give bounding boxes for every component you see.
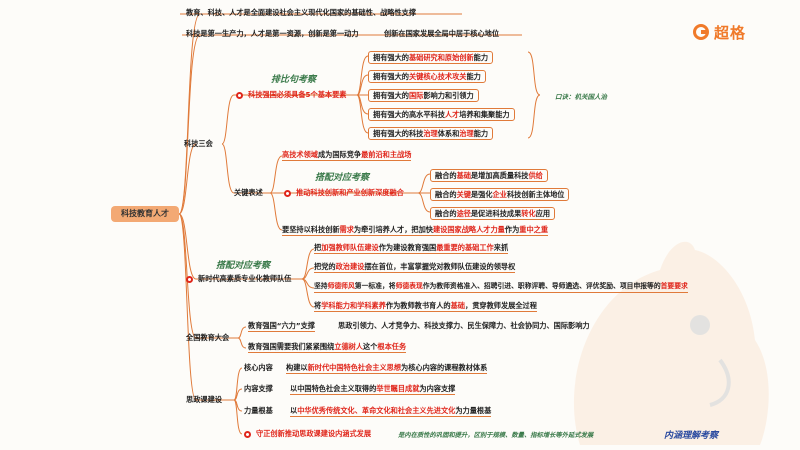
ideology-label: 思政课建设 [186, 395, 222, 404]
teacher-item-4: 将学科能力和学科素养作为教师教书育人的基础，贯穿教师发展全过程 [314, 301, 537, 312]
parallel-note: 排比句考察 [271, 75, 317, 85]
key-expression-label: 关键表述 [234, 188, 263, 197]
six-forces-text: 思政引领力、人才竞争力、科技支撑力、民生保障力、社会协同力、国际影响力 [338, 321, 590, 330]
conference-task: 教育强国需要我们紧紧围绕立德树人这个根本任务 [248, 342, 407, 353]
teacher-item-2: 把党的政治建设摆在首位，丰富掌握党对教师队伍建设的领导权 [314, 262, 516, 273]
top-statement-1: 教育、科技、人才是全面建设社会主义现代化国家的基础性、战略性支撑 [186, 8, 417, 17]
brand-logo-icon [693, 24, 709, 40]
ideology-row-2: 以中国特色社会主义取得的举世瞩目成就为内容支撑 [290, 384, 456, 395]
brand-logo: 超格 [693, 22, 746, 42]
branch-sci-label: 科技三会 [184, 139, 213, 148]
root-node: 科技教育人才 [111, 206, 179, 222]
top-statement-2: 科技是第一生产力，人才是第一资源，创新是第一动力 [186, 29, 359, 38]
top-statement-3: 创新在国家发展全局中居于核心地位 [384, 29, 500, 38]
conference-label: 全国教育大会 [186, 333, 230, 342]
integration-2: 融合的关键是强化企业科技创新主体地位 [430, 188, 570, 201]
ideology-row-key-1: 核心内容 [244, 363, 273, 372]
element-1: 拥有强大的基础研究和原始创新能力 [368, 51, 494, 64]
ideology-row-1: 构建以新时代中国特色社会主义思想为核心内容的课程教材体系 [286, 363, 488, 374]
innovate-note: 是内在质性的巩固和提升，区别于规模、数量、指标增长等外延式发展 [398, 432, 594, 439]
adhere-statement: 要坚持以科技创新需求为牵引培养人才，把加快建设国家战略人才力量作为重中之重 [282, 225, 549, 236]
ideology-row-3: 以中华优秀传统文化、革命文化和社会主义先进文化为力量根基 [290, 406, 492, 417]
element-5: 拥有强大的科技治理体系和治理能力 [368, 127, 494, 140]
bullet-icon [236, 92, 243, 99]
match-note-1: 搭配对应考察 [315, 173, 370, 183]
ideology-row-key-3: 力量根基 [244, 406, 273, 415]
integration-1: 融合的基础是增加高质量科技供给 [430, 169, 548, 182]
match-note-2: 搭配对应考察 [216, 261, 271, 271]
teacher-item-1: 把加强教师队伍建设作为建设教育强国最重要的基础工作来抓 [314, 243, 509, 254]
mascot-watermark-icon [573, 241, 769, 445]
teacher-label: 新时代高素质专业化教师队伍 [198, 274, 292, 283]
connotation-note: 内涵理解考察 [664, 431, 719, 441]
bullet-icon [186, 276, 193, 283]
bullet-icon [284, 190, 291, 197]
bullet-icon [244, 431, 251, 438]
six-forces-label: 教育强国“六力”支撑 [248, 321, 315, 332]
brand-name: 超格 [714, 23, 747, 42]
ideology-row-key-2: 内容支撑 [244, 384, 273, 393]
element-3: 拥有强大的国际影响力和引领力 [368, 89, 479, 102]
element-2: 拥有强大的关键核心技术攻关能力 [368, 70, 486, 83]
integration-title: 推动科技创新和产业创新深度融合 [296, 188, 404, 197]
teacher-item-3: 坚持师德师风第一标准，将师德表现作为教师资格准入、招聘引进、职称评聘、导师遴选、… [314, 282, 688, 293]
innovate-title: 守正创新推动思政课建设内涵式发展 [256, 429, 372, 438]
five-elements-title: 科技强国必须具备5个基本要素 [248, 90, 347, 99]
highland-statement: 高技术领域成为国际竞争最前沿和主战场 [282, 150, 412, 161]
mnemonic-note: 口诀：机关国人治 [555, 93, 607, 101]
element-4: 拥有强大的高水平科技人才培养和集聚能力 [368, 108, 515, 121]
integration-3: 融合的途径是促进科技成果转化应用 [430, 207, 556, 220]
